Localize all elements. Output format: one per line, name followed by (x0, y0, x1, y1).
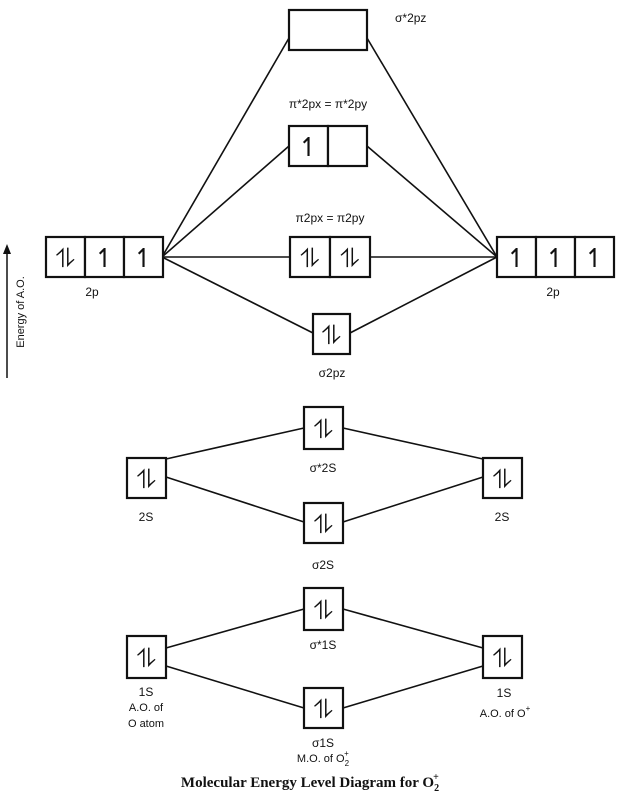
line-left1s-sigma-star-1s (165, 608, 305, 649)
orbital-left-2p: ⥮ ↿ ↿ (44, 235, 165, 279)
label-right-2s: 2S (495, 510, 510, 524)
electron-up-icon: ↿ (584, 244, 606, 274)
orbital-right-2p: ↿ ↿ ↿ (495, 235, 616, 279)
orbital-cell (302, 501, 345, 545)
caption-left-atom-line1: A.O. of (129, 702, 164, 714)
electron-up-icon: ↿ (298, 133, 320, 163)
orbital-sigma-1s: ⥮ (302, 686, 345, 730)
orbital-sigma-star-2pz (287, 8, 369, 52)
orbital-left-1s: ⥮ (125, 634, 168, 680)
orbital-cell (287, 8, 369, 52)
line-sigma-2pz-right2p (349, 256, 498, 334)
orbital-cell (302, 586, 345, 632)
orbital-sigma-star-2s: ⥮ (302, 405, 345, 451)
orbital-left-2s: ⥮ (125, 456, 168, 500)
orbital-cell (287, 124, 330, 168)
electron-pair-icon: ⥮ (137, 644, 156, 674)
label-right-1s: 1S (497, 686, 512, 700)
orbital-cell (302, 686, 345, 730)
label-left-2p: 2p (85, 285, 99, 299)
electron-pair-icon: ⥮ (314, 596, 333, 626)
line-left2p-pi-star (161, 145, 290, 258)
orbital-sigma-2s: ⥮ (302, 501, 345, 545)
orbital-sigma-star-1s: ⥮ (302, 586, 345, 632)
orbital-cell (83, 235, 126, 279)
caption-left-atom-line2: O atom (128, 718, 164, 730)
line-sigma-star-2pz-right2p (366, 37, 498, 258)
energy-axis-label: Energy of A.O. (15, 276, 27, 348)
orbital-cell (302, 405, 345, 451)
caption-mo: M.O. of O2+ (297, 749, 350, 768)
orbital-boxes: ⥮↿↿ ↿↿↿ ↿ ⥮⥮ ⥮ ⥮ ⥮ ⥮ ⥮ ⥮ ⥮ ⥮ ⥮ (44, 8, 616, 730)
line-left1s-sigma-1s (165, 665, 305, 709)
label-sigma-star-2s: σ*2S (310, 461, 337, 475)
electron-up-icon: ↿ (545, 244, 567, 274)
label-pi-star-2p: π*2px = π*2py (289, 97, 367, 111)
line-left2p-sigma-2pz (161, 256, 314, 334)
electron-pair-icon: ⥮ (314, 415, 333, 445)
orbital-cell (328, 235, 372, 279)
line-sigma-2s-right2s (342, 476, 484, 523)
correlation-lines (161, 37, 498, 709)
orbital-cell (573, 235, 616, 279)
orbital-cell (326, 124, 369, 168)
orbital-pi-star-2p: ↿ (287, 124, 369, 168)
label-sigma-2s: σ2S (312, 558, 334, 572)
orbital-pi-2p: ⥮⥮ (288, 235, 372, 279)
orbital-cell (125, 634, 168, 680)
label-left-1s: 1S (139, 685, 154, 699)
label-sigma-star-1s: σ*1S (310, 638, 337, 652)
electron-up-icon: ↿ (94, 244, 116, 274)
orbital-cell (311, 312, 352, 356)
orbital-cell (44, 235, 87, 279)
orbital-cell (481, 456, 524, 500)
label-pi-2p: π2px = π2py (296, 211, 365, 225)
line-pi-star-right2p (366, 145, 498, 258)
electron-up-icon: ↿ (133, 244, 155, 274)
electron-up-icon: ↿ (506, 244, 528, 274)
label-sigma-2pz: σ2pz (319, 366, 346, 380)
orbital-right-2s: ⥮ (481, 456, 524, 500)
electron-pair-icon: ⥮ (314, 695, 333, 725)
line-left2p-sigma-star-2pz (161, 37, 290, 258)
diagram-title: Molecular Energy Level Diagram for O2+ (181, 772, 439, 794)
orbital-cell (481, 634, 524, 680)
orbital-cell (125, 456, 168, 500)
orbital-labels: σ*2pz π*2px = π*2py π2px = π2py 2p 2p σ2… (85, 11, 560, 768)
electron-pair-icon: ⥮ (301, 244, 320, 274)
label-left-2s: 2S (139, 510, 154, 524)
electron-pair-icon: ⥮ (56, 244, 75, 274)
energy-axis-arrowhead (3, 244, 11, 254)
line-sigma-1s-right1s (342, 665, 484, 709)
line-sigma-star-1s-right1s (342, 608, 484, 649)
electron-pair-icon: ⥮ (493, 644, 512, 674)
label-sigma-star-2pz: σ*2pz (395, 11, 426, 25)
label-right-2p: 2p (546, 285, 560, 299)
orbital-sigma-2pz: ⥮ (311, 312, 352, 356)
orbital-cell (495, 235, 538, 279)
electron-pair-icon: ⥮ (493, 465, 512, 495)
electron-pair-icon: ⥮ (341, 244, 360, 274)
line-sigma-star-2s-right2s (342, 427, 484, 460)
electron-pair-icon: ⥮ (137, 465, 156, 495)
line-left2s-sigma-2s (165, 476, 305, 523)
orbital-right-1s: ⥮ (481, 634, 524, 680)
label-sigma-1s: σ1S (312, 736, 334, 750)
electron-pair-icon: ⥮ (314, 510, 333, 540)
line-left2s-sigma-star-2s (165, 427, 305, 460)
electron-pair-icon: ⥮ (322, 321, 341, 351)
orbital-cell (122, 235, 165, 279)
energy-axis: Energy of A.O. (3, 244, 27, 378)
caption-right-atom: A.O. of O+ (480, 704, 531, 720)
